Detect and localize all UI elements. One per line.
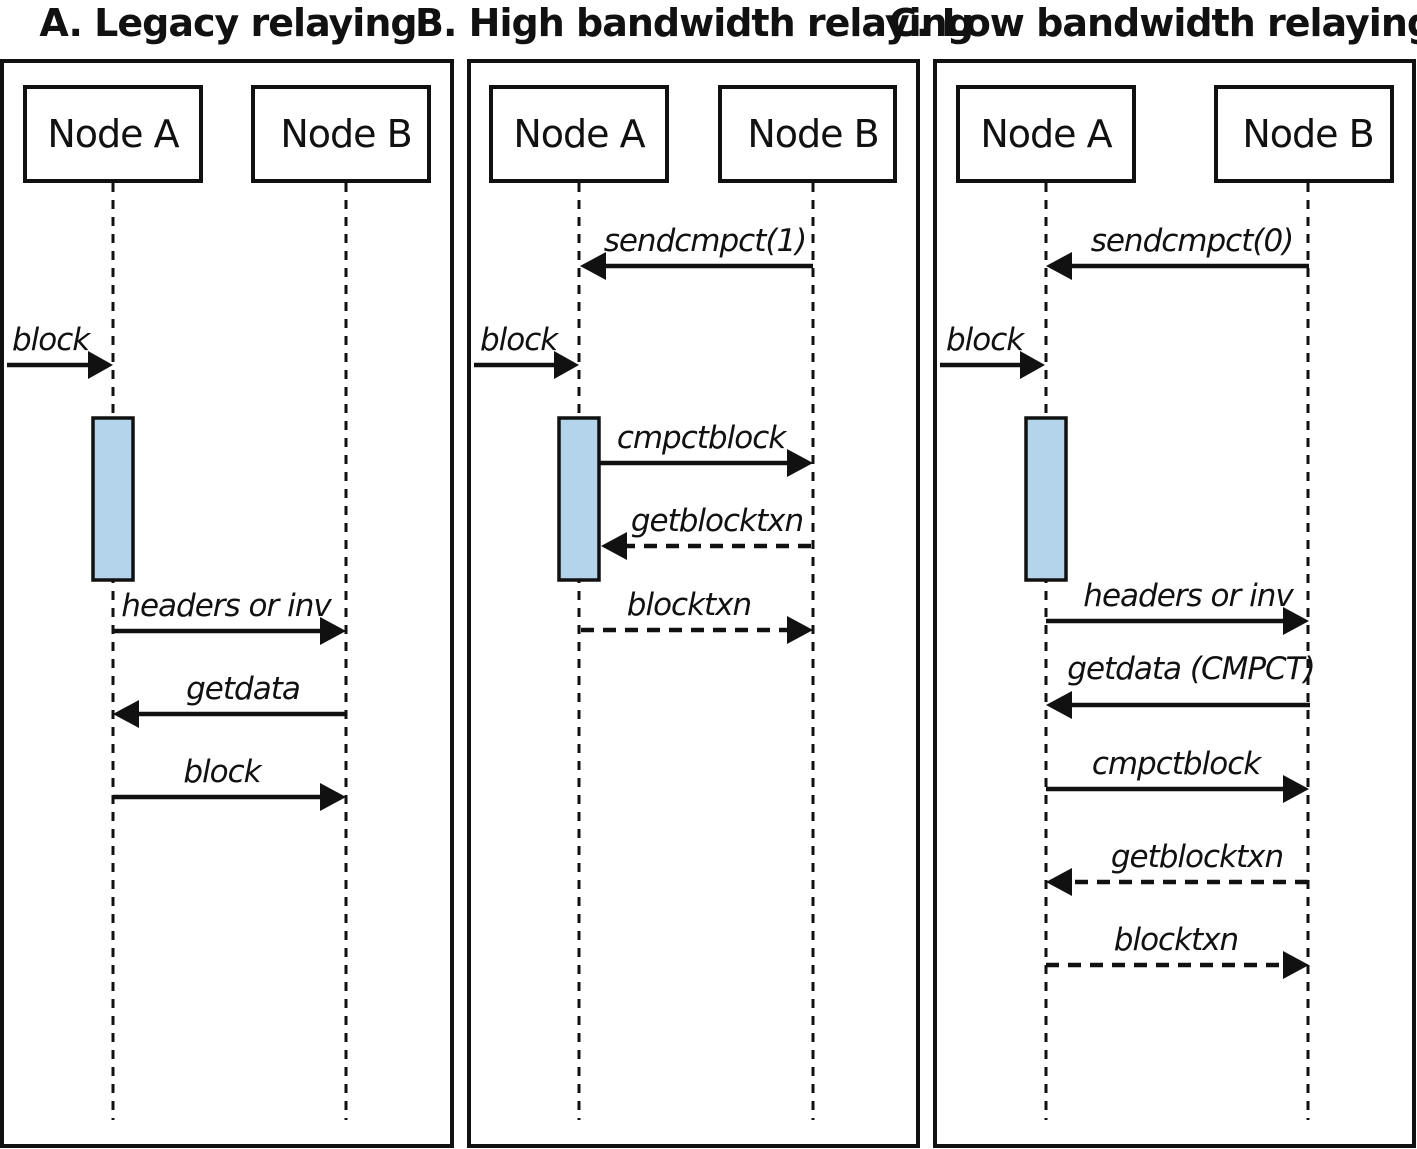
svg-text:block: block bbox=[183, 754, 262, 790]
svg-text:getblocktxn: getblocktxn bbox=[631, 503, 803, 539]
svg-text:block: block bbox=[480, 322, 559, 358]
message-cmpctblock: cmpctblock bbox=[600, 420, 813, 477]
message-headers-or-inv: headers or inv bbox=[1046, 578, 1309, 635]
panel-frame bbox=[0, 59, 454, 1148]
node-b-box bbox=[718, 85, 897, 183]
message-sendcmpct-0: sendcmpct(0) bbox=[1046, 223, 1309, 280]
panel-frame bbox=[467, 59, 920, 1148]
node-b-label: Node B bbox=[280, 112, 411, 156]
svg-text:sendcmpct(1): sendcmpct(1) bbox=[604, 223, 807, 259]
svg-text:block: block bbox=[946, 322, 1025, 358]
panel-title: C. Low bandwidth relaying bbox=[889, 1, 1417, 45]
message-cmpctblock: cmpctblock bbox=[1046, 746, 1309, 803]
svg-text:getdata: getdata bbox=[186, 671, 300, 707]
message-sendcmpct-1: sendcmpct(1) bbox=[580, 223, 813, 280]
panel-frame bbox=[933, 59, 1416, 1148]
svg-text:cmpctblock: cmpctblock bbox=[1092, 746, 1262, 782]
svg-text:getblocktxn: getblocktxn bbox=[1111, 839, 1283, 875]
panel-title: B. High bandwidth relaying bbox=[415, 1, 973, 45]
node-a-label: Node A bbox=[47, 112, 179, 156]
node-a-box bbox=[956, 85, 1136, 183]
svg-text:getdata (CMPCT): getdata (CMPCT) bbox=[1067, 651, 1314, 687]
svg-text:headers or inv: headers or inv bbox=[1083, 578, 1294, 614]
svg-text:sendcmpct(0): sendcmpct(0) bbox=[1091, 223, 1294, 259]
node-a-box bbox=[23, 85, 203, 183]
svg-text:blocktxn: blocktxn bbox=[1114, 922, 1238, 958]
node-a-activation bbox=[91, 416, 135, 582]
panel-high-bandwidth: B. High bandwidth relaying Node A Node B… bbox=[415, 1, 974, 1148]
panel-title: A. Legacy relaying bbox=[39, 1, 416, 45]
message-block: block bbox=[113, 754, 346, 811]
panel-legacy: A. Legacy relaying Node A Node B block h… bbox=[0, 1, 454, 1148]
svg-text:headers or inv: headers or inv bbox=[121, 588, 332, 624]
node-b-label: Node B bbox=[1242, 112, 1373, 156]
svg-text:cmpctblock: cmpctblock bbox=[617, 420, 787, 456]
message-getdata-cmpct: getdata (CMPCT) bbox=[1046, 651, 1316, 719]
node-b-box bbox=[1214, 85, 1394, 183]
message-headers-or-inv: headers or inv bbox=[113, 588, 346, 645]
node-a-label: Node A bbox=[980, 112, 1112, 156]
node-b-box bbox=[251, 85, 431, 183]
node-a-activation bbox=[557, 416, 601, 582]
message-getdata: getdata bbox=[113, 671, 346, 728]
panel-low-bandwidth: C. Low bandwidth relaying Node A Node B … bbox=[889, 1, 1417, 1148]
node-a-box bbox=[489, 85, 669, 183]
message-blocktxn: blocktxn bbox=[1046, 922, 1309, 979]
message-block-in: block bbox=[474, 322, 579, 379]
message-block-in: block bbox=[940, 322, 1045, 379]
message-blocktxn: blocktxn bbox=[581, 587, 813, 644]
svg-text:blocktxn: blocktxn bbox=[627, 587, 751, 623]
message-block-in: block bbox=[7, 322, 113, 379]
node-b-label: Node B bbox=[747, 112, 878, 156]
node-a-activation bbox=[1024, 416, 1068, 582]
message-getblocktxn: getblocktxn bbox=[1046, 839, 1308, 896]
svg-text:block: block bbox=[12, 322, 91, 358]
message-getblocktxn: getblocktxn bbox=[601, 503, 811, 560]
node-a-label: Node A bbox=[513, 112, 645, 156]
